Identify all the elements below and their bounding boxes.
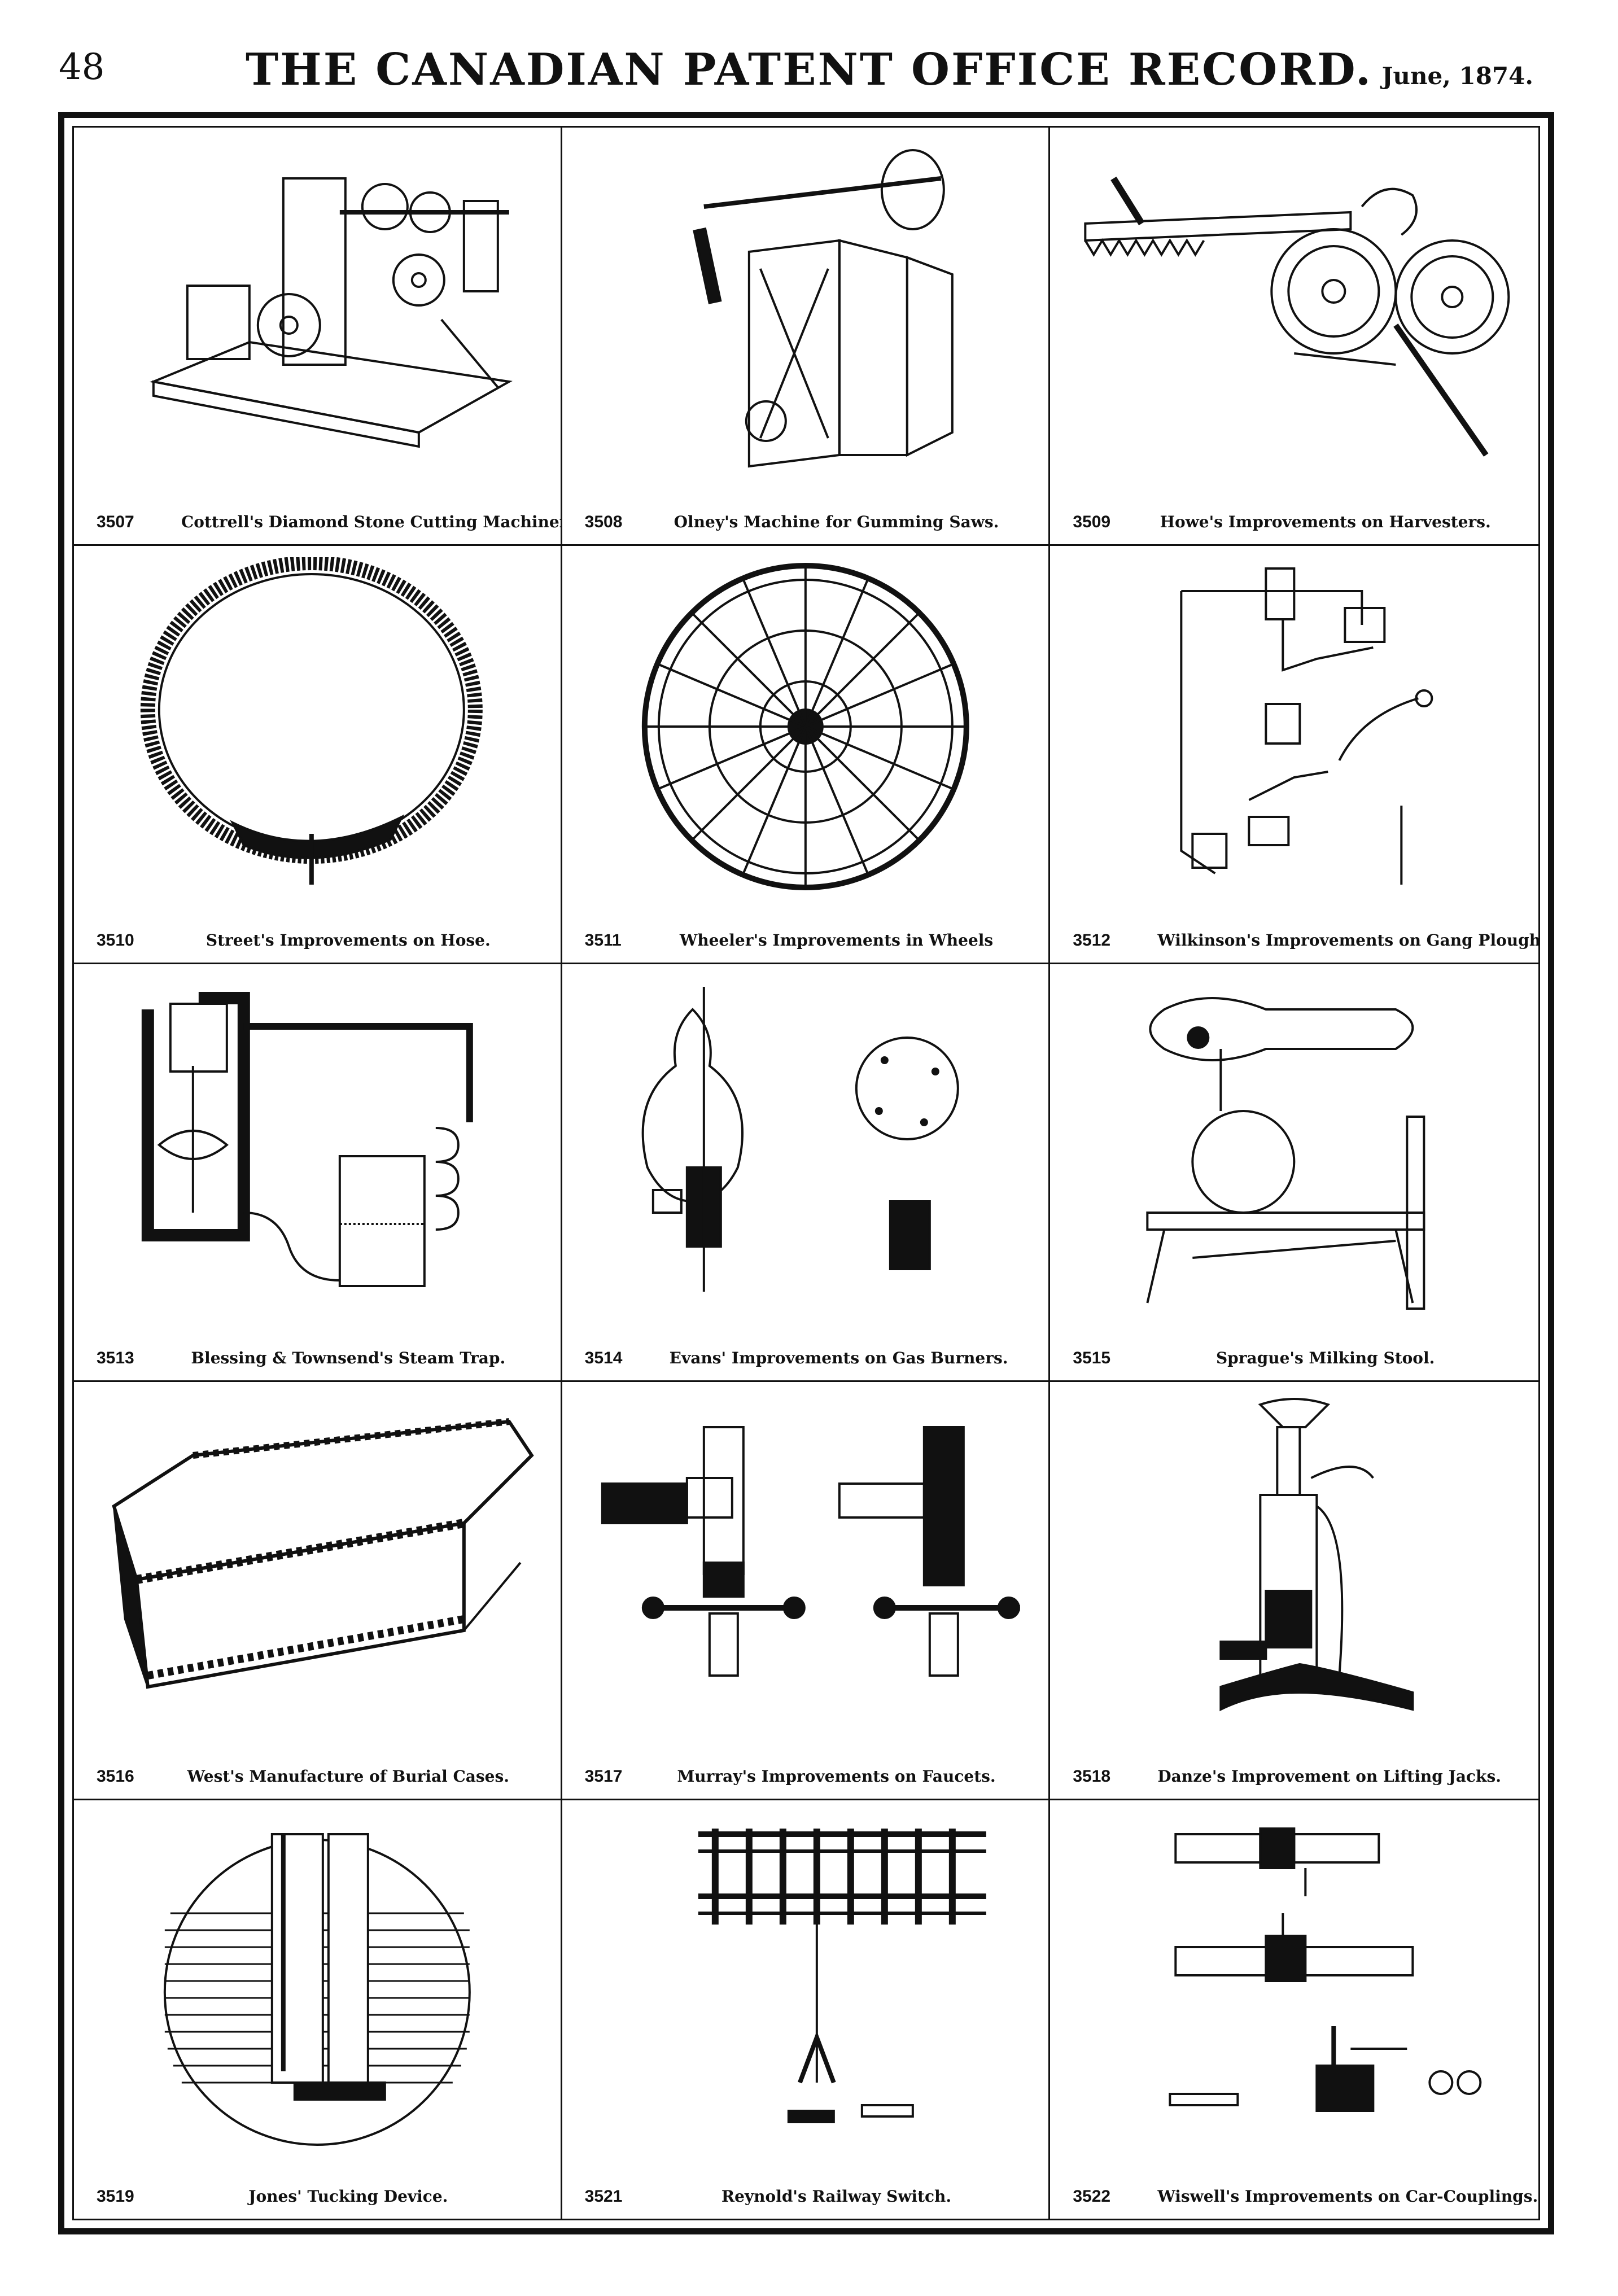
patent-title: Jones' Tucking Device. <box>248 2186 448 2206</box>
patent-title: Sprague's Milking Stool. <box>1215 1349 1435 1368</box>
patent-title: Olney's Machine for Gumming Saws. <box>674 512 999 531</box>
hose-cross-section-illustration <box>140 557 483 885</box>
patent-cell: 3517 Murray's Improvements on Faucets. <box>562 1382 1051 1801</box>
patent-title: West's Manufacture of Burial Cases. <box>187 1767 510 1786</box>
gang-plough-illustration <box>1180 567 1433 885</box>
journal-title: THE CANADIAN PATENT OFFICE RECORD. <box>245 44 1373 95</box>
patent-number: 3509 <box>1073 512 1111 531</box>
patent-number: 3514 <box>584 1349 623 1368</box>
patent-cell: 3508 Olney's Machine for Gumming Saws. <box>562 128 1051 546</box>
patent-number: 3519 <box>97 2186 134 2206</box>
faucet-illustration <box>601 1426 1020 1677</box>
patent-number: 3516 <box>97 1767 134 1786</box>
patent-title: Danze's Improvement on Lifting Jacks. <box>1157 1767 1501 1786</box>
harvester-illustration <box>1084 176 1510 457</box>
steam-trap-illustration <box>141 991 473 1287</box>
burial-case-illustration <box>112 1418 534 1689</box>
car-coupling-illustration <box>1169 1827 1482 2113</box>
patent-title: Reynold's Railway Switch. <box>721 2186 952 2206</box>
patent-cell: 3509 Howe's Improvements on Harvesters. <box>1050 128 1538 546</box>
patent-number: 3511 <box>584 930 622 950</box>
patent-number: 3513 <box>97 1349 134 1368</box>
patent-number: 3522 <box>1073 2186 1111 2206</box>
page-number: 48 <box>59 46 105 88</box>
lifting-jack-illustration <box>1219 1398 1414 1712</box>
saw-gumming-machine-illustration <box>692 149 954 468</box>
issue-date: June, 1874. <box>1381 62 1533 90</box>
patent-cell: 3513 Blessing & Townsend's Steam Trap. <box>74 964 562 1383</box>
patent-title: Wheeler's Improvements in Wheels <box>679 930 994 950</box>
patent-title: Evans' Improvements on Gas Burners. <box>669 1349 1008 1368</box>
patent-cell: 3507 Cottrell's Diamond Stone Cutting Ma… <box>74 128 562 546</box>
patent-cell: 3515 Sprague's Milking Stool. <box>1050 964 1538 1383</box>
tucking-device-illustration <box>163 1833 471 2146</box>
patent-cell: 3512 Wilkinson's Improvements on Gang Pl… <box>1050 546 1538 964</box>
patent-number: 3507 <box>97 512 134 531</box>
patent-title: Wiswell's Improvements on Car-Couplings. <box>1157 2186 1538 2206</box>
milking-stool-illustration <box>1146 996 1425 1310</box>
patent-number: 3517 <box>584 1767 623 1786</box>
patent-number: 3510 <box>97 930 134 950</box>
wheel-illustration <box>641 562 969 890</box>
page-frame: 3507 Cottrell's Diamond Stone Cutting Ma… <box>58 112 1554 2234</box>
patent-title: Murray's Improvements on Faucets. <box>677 1767 996 1786</box>
patent-cell: 3519 Jones' Tucking Device. <box>74 1800 562 2219</box>
patent-cell: 3518 Danze's Improvement on Lifting Jack… <box>1050 1382 1538 1801</box>
patent-cell: 3514 Evans' Improvements on Gas Burners. <box>562 964 1051 1383</box>
patent-cell: 3511 Wheeler's Improvements in Wheels <box>562 545 1051 964</box>
patent-cell: 3521 Reynold's Railway Switch. <box>562 1800 1051 2219</box>
patent-number: 3512 <box>1073 930 1111 950</box>
patent-grid: 3507 Cottrell's Diamond Stone Cutting Ma… <box>72 126 1540 2220</box>
patent-title: Wilkinson's Improvements on Gang Ploughs… <box>1157 930 1538 950</box>
patent-number: 3521 <box>584 2186 623 2206</box>
patent-title: Cottrell's Diamond Stone Cutting Machine… <box>181 512 562 531</box>
patent-title: Blessing & Townsend's Steam Trap. <box>191 1349 506 1368</box>
patent-number: 3515 <box>1073 1349 1111 1368</box>
patent-number: 3508 <box>584 512 623 531</box>
patent-title: Howe's Improvements on Harvesters. <box>1160 512 1491 531</box>
railway-switch-illustration <box>698 1829 986 2124</box>
patent-number: 3518 <box>1073 1767 1111 1786</box>
patent-title: Street's Improvements on Hose. <box>205 930 491 950</box>
patent-cell: 3516 West's Manufacture of Burial Cases. <box>74 1382 562 1801</box>
gas-burner-illustration <box>641 986 959 1292</box>
patent-cell: 3522 Wiswell's Improvements on Car-Coupl… <box>1050 1800 1538 2219</box>
stone-cutting-machine-illustration <box>149 177 513 448</box>
patent-cell: 3510 Street's Improvements on Hose. <box>74 545 562 964</box>
